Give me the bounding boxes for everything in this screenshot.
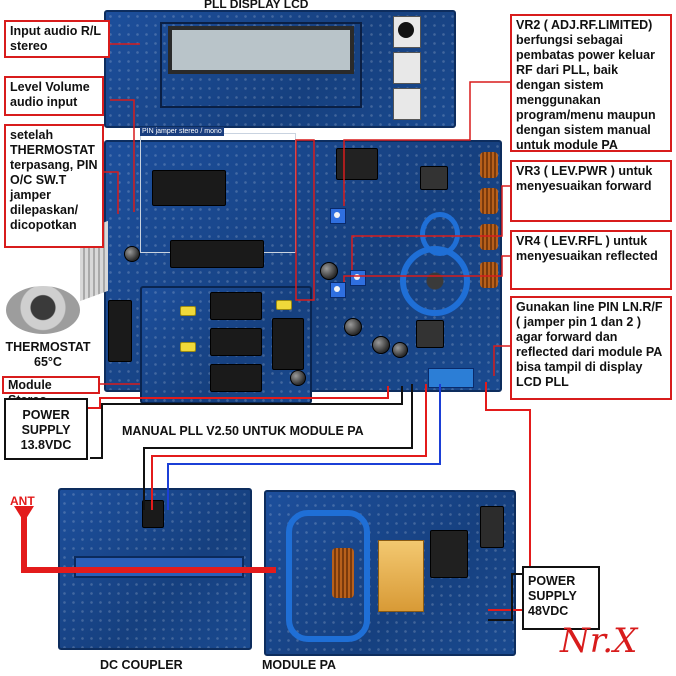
trimmer-vr2	[330, 208, 346, 224]
pa-coil-loop	[286, 510, 370, 642]
label-vr3: VR3 ( LEV.PWR ) untuk menyesuaikan forwa…	[510, 160, 672, 222]
vco-coil-4	[480, 262, 498, 288]
diagram-title: PLL DISPLAY LCD	[204, 0, 309, 11]
vco-coil-3	[480, 224, 498, 250]
lcd-screen	[168, 26, 354, 74]
ic-chip-6	[272, 318, 304, 370]
ic-chip-5	[210, 364, 262, 392]
yellow-cap-3	[276, 300, 292, 310]
lcd-button-3	[393, 88, 421, 120]
regulator-2	[416, 320, 444, 348]
regulator	[420, 166, 448, 190]
caption: MANUAL PLL V2.50 UNTUK MODULE PA	[122, 424, 364, 438]
ic-chip-4	[210, 328, 262, 356]
label-vr4: VR4 ( LEV.RFL ) untuk menyesuaikan refle…	[510, 230, 672, 290]
label-level-volume: Level Volume audio input	[4, 76, 104, 116]
lcd-knob	[398, 22, 414, 38]
yellow-cap-1	[180, 306, 196, 316]
ic-chip-7	[108, 300, 132, 362]
lcd-bezel-bottom	[160, 22, 362, 108]
ic-chip-3	[210, 292, 262, 320]
vco-coil-1	[480, 152, 498, 178]
ic-chip-2	[170, 240, 264, 268]
label-thermostat-note: setelah THERMOSTAT terpasang, PIN O/C SW…	[4, 124, 104, 248]
yellow-cap-2	[180, 342, 196, 352]
toroid	[400, 246, 470, 316]
label-input-audio: Input audio R/L stereo	[4, 20, 110, 58]
cap-1	[320, 262, 338, 280]
label-pin-jumper: PIN jamper stereo / mono	[140, 127, 224, 136]
trimmer-vr4	[330, 282, 346, 298]
pa-coil	[332, 548, 354, 598]
label-power-supply-right: POWER SUPPLY 48VDC	[522, 566, 600, 630]
loop-wire	[420, 212, 460, 256]
pa-pcb-chip	[480, 506, 504, 548]
pa-transistor	[378, 540, 424, 612]
label-ant: ANT	[10, 494, 35, 508]
cap-3	[372, 336, 390, 354]
label-vr2: VR2 ( ADJ.RF.LIMITED) berfungsi sebagai …	[510, 14, 672, 152]
cap-2	[344, 318, 362, 336]
cap-6	[124, 246, 140, 262]
label-module-stereo: Module Stereo	[2, 376, 100, 407]
vco-coil-2	[480, 188, 498, 214]
pa-heatsink-chip	[430, 530, 468, 578]
label-module-pa: MODULE PA	[262, 658, 337, 672]
thermostat-icon	[6, 286, 80, 334]
cap-5	[290, 370, 306, 386]
rf-shield	[336, 148, 378, 180]
signature: Nr.X	[560, 621, 638, 661]
label-line-pin: Gunakan line PIN LN.R/F ( jamper pin 1 d…	[510, 296, 672, 400]
dc-coupler-chip	[142, 500, 164, 528]
label-dc-coupler: DC COUPLER	[100, 658, 183, 672]
trimmer-vr3	[350, 270, 366, 286]
label-power-supply-left: POWER SUPPLY 13.8VDC	[4, 398, 88, 460]
dc-coupler-strip	[74, 556, 244, 578]
lcd-button-2	[393, 52, 421, 84]
terminal-block	[428, 368, 474, 388]
ic-chip-1	[152, 170, 226, 206]
label-thermostat: THERMOSTAT 65°C	[5, 340, 91, 369]
cap-4	[392, 342, 408, 358]
